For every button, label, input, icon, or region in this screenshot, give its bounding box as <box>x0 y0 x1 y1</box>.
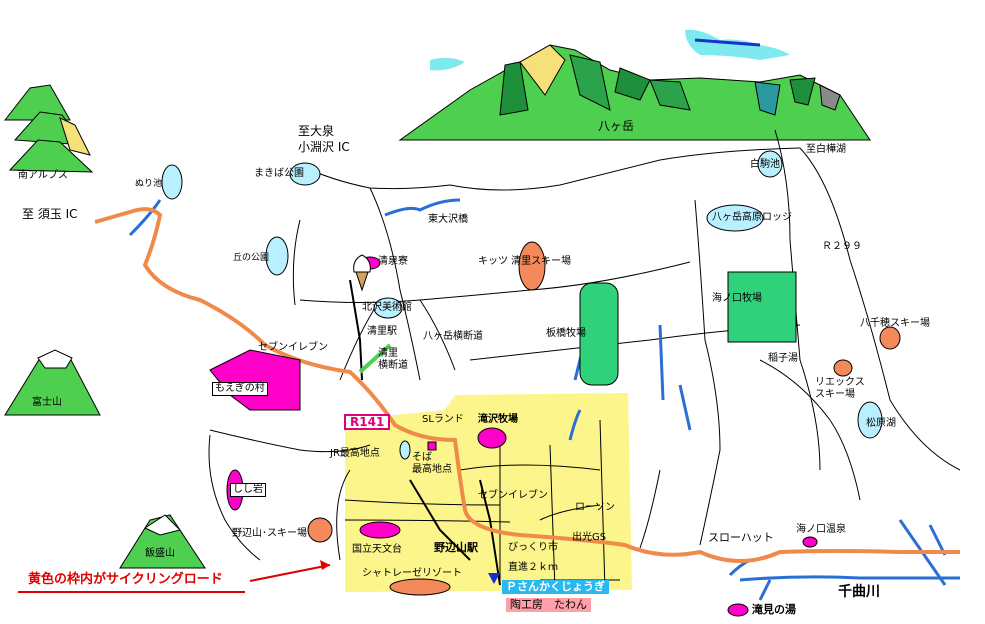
label-kitsutsu-ski: キッツ 清里スキー場 <box>478 256 572 267</box>
kiyosato-crossing-road <box>358 343 392 374</box>
yatsugatake-range <box>398 29 871 141</box>
ski-markers <box>307 241 901 596</box>
label-chateau-resort: シャトレーゼリゾート <box>362 568 462 579</box>
label-seven-eleven-2: セブンイレブン <box>478 490 548 501</box>
label-yatsugatake-crossing: 八ヶ岳横断道 <box>423 331 483 342</box>
ponds <box>161 150 883 460</box>
cycling-zone <box>345 393 632 592</box>
label-rexx-ski: リエックス スキー場 <box>815 377 865 400</box>
label-uminokuchi-onsen: 海ノ口温泉 <box>796 524 846 535</box>
label-lawson: ローソン <box>575 502 615 513</box>
label-parking-kakujouji[interactable]: Ｐさんかくじょうぎ <box>502 580 609 594</box>
label-shishi-iwa: しし岩 <box>230 483 266 497</box>
label-kitazawa-museum: 北沢美術館 <box>362 302 412 313</box>
label-cycling-note: 黄色の枠内がサイクリングロード <box>28 572 223 587</box>
label-inago-yu: 稲子湯 <box>768 353 798 364</box>
label-yachiho-ski: 八千穂スキー場 <box>860 318 930 329</box>
label-chikuma-river: 千曲川 <box>838 584 880 600</box>
label-to-sudama-ic: 至 須玉 IC <box>22 207 78 221</box>
cycling-note-arrow <box>18 560 331 593</box>
label-kobuchizawa-ic: 小淵沢 IC <box>298 140 350 154</box>
label-jr-highest: JR最高地点 <box>330 448 380 459</box>
label-seven-eleven-1: セブンイレブン <box>258 342 328 353</box>
label-oka-park: 丘の公園 <box>233 253 270 263</box>
label-matsubara-lake: 松原湖 <box>866 418 896 429</box>
label-nuriike: ぬり池 <box>135 179 163 189</box>
label-idemitsu-gs: 出光GS <box>572 532 607 543</box>
label-minami-alps: 南アルプス <box>18 170 68 181</box>
ice-cream-icon <box>353 254 371 292</box>
label-slow-hut: スローハット <box>708 531 774 544</box>
label-meshimori: 飯盛山 <box>145 548 175 559</box>
label-takizawa-farm: 滝沢牧場 <box>478 414 518 425</box>
label-fuji: 富士山 <box>32 397 62 408</box>
label-higashi-osawa-bridge: 東大沢橋 <box>428 214 468 225</box>
fuji-mountain <box>4 349 101 416</box>
label-r299: Ｒ２９９ <box>822 241 862 252</box>
uminokuchi-farm-field <box>727 271 797 343</box>
label-sl-land: SLランド <box>422 414 464 425</box>
label-nobeyama-ski: 野辺山･スキー場 <box>232 528 307 539</box>
label-bikkuri-market: びっくり市 <box>508 542 558 553</box>
label-soba-highest: そば 最高地点 <box>412 452 452 475</box>
label-nobeyama-station: 野辺山駅 <box>434 541 478 554</box>
label-yatsugatake: 八ヶ岳 <box>598 119 635 133</box>
railway <box>349 279 501 586</box>
label-pottery-tawan[interactable]: 陶工房 たわん <box>506 598 591 612</box>
label-makiba-park: まきば公園 <box>254 168 304 179</box>
rivers <box>128 198 960 601</box>
label-moegi-village: もえぎの村 <box>212 382 268 396</box>
label-straight-2km: 直進２ｋｍ <box>508 562 558 573</box>
label-kiyosato-crossing: 清里 横断道 <box>378 348 408 371</box>
itahashi-farm-field <box>579 282 619 386</box>
meshimori-mountain <box>119 514 206 569</box>
label-itahashi-farm: 板橋牧場 <box>546 328 586 339</box>
parking-arrow-icon <box>488 573 500 584</box>
label-kiyosato-station: 清里駅 <box>367 326 397 337</box>
main-road-r141 <box>94 207 960 563</box>
label-uminokuchi-farm: 海ノ口牧場 <box>712 293 762 304</box>
label-takimi-no-yu: 滝見の湯 <box>752 603 796 616</box>
label-to-oizumi: 至大泉 <box>298 124 335 138</box>
label-r141: R141 <box>344 414 391 430</box>
minami-alps-mountains <box>3 84 94 173</box>
label-shirokomaike: 白駒池 <box>750 159 780 170</box>
label-observatory: 国立天文台 <box>352 544 402 555</box>
label-to-shirakaba: 至白樺湖 <box>806 144 846 155</box>
label-seisenryo: 清泉寮 <box>378 256 408 267</box>
label-yatsugatake-lodge: 八ヶ岳高原ロッジ <box>712 212 792 223</box>
